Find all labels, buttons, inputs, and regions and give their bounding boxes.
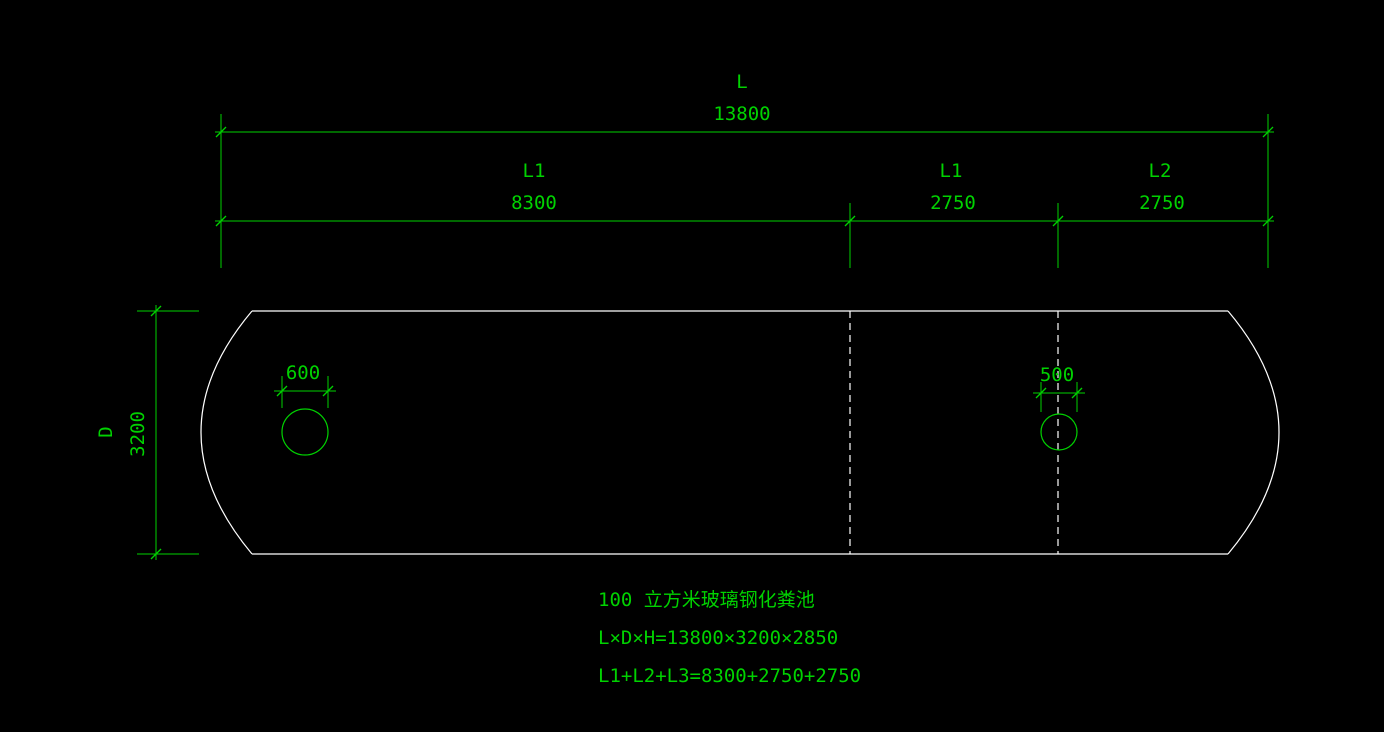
segment-2-label: L1	[940, 160, 963, 182]
drawing-notes: 100 立方米玻璃钢化粪池 L×D×H=13800×3200×2850 L1+L…	[598, 589, 861, 687]
overall-length-label: L	[736, 71, 747, 93]
tank-left-head	[200, 310, 253, 555]
manhole-right-circle	[1040, 413, 1078, 451]
dimension-tick	[1035, 387, 1047, 399]
segment-3-label: L2	[1149, 160, 1172, 182]
note-size: L×D×H=13800×3200×2850	[598, 627, 838, 649]
dimension-tick	[322, 385, 334, 397]
dimension-tick	[215, 126, 227, 138]
tank-outline	[200, 310, 1280, 555]
note-title: 100 立方米玻璃钢化粪池	[598, 589, 815, 611]
manhole-right: 500	[1033, 364, 1085, 451]
diameter-dimension: D 3200	[95, 305, 199, 560]
dimension-tick	[215, 215, 227, 227]
segment-3-value: 2750	[1139, 192, 1185, 214]
segment-2-value: 2750	[930, 192, 976, 214]
note-segments: L1+L2+L3=8300+2750+2750	[598, 665, 861, 687]
tank-right-head	[1227, 310, 1280, 555]
diameter-value: 3200	[127, 411, 149, 457]
dimension-tick	[1262, 126, 1274, 138]
overall-length-dimension: L 13800	[215, 71, 1274, 268]
manhole-left: 600	[274, 362, 336, 456]
dimension-tick	[150, 548, 162, 560]
manhole-left-circle	[281, 408, 329, 456]
dimension-tick	[1052, 215, 1064, 227]
dimension-tick	[276, 385, 288, 397]
manhole-right-value: 500	[1040, 364, 1074, 386]
segment-1-value: 8300	[511, 192, 557, 214]
overall-length-value: 13800	[713, 103, 770, 125]
manhole-left-value: 600	[286, 362, 320, 384]
segment-dimensions: L1 8300 L1 2750 L2 2750	[215, 160, 1274, 268]
diameter-label: D	[95, 426, 117, 437]
segment-1-label: L1	[523, 160, 546, 182]
dimension-tick	[844, 215, 856, 227]
dimension-tick	[1071, 387, 1083, 399]
dimension-tick	[150, 305, 162, 317]
dimension-tick	[1262, 215, 1274, 227]
